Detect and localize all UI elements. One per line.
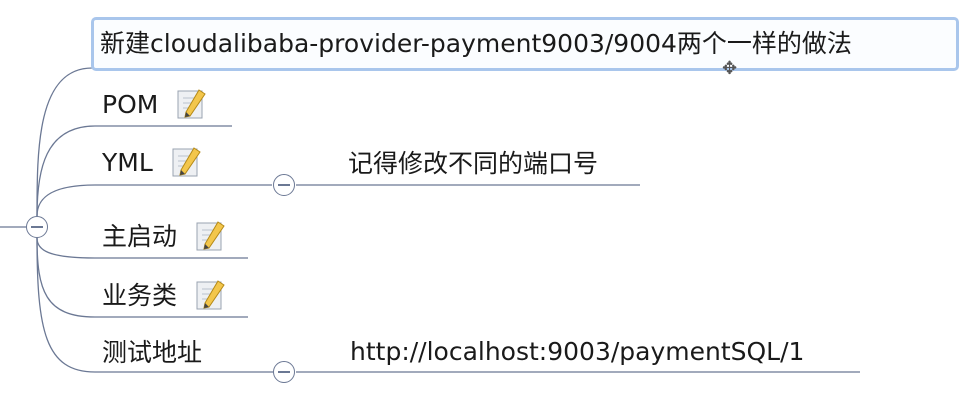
topic-label: 主启动 xyxy=(102,221,178,251)
branch-test xyxy=(36,237,275,373)
move-cursor-icon: ✥ xyxy=(722,58,738,79)
note-pencil-icon[interactable] xyxy=(196,279,226,311)
topic-main-start[interactable]: 主启动 xyxy=(102,220,226,252)
topic-pom[interactable]: POM xyxy=(102,88,207,120)
topic-test-address[interactable]: 测试地址 xyxy=(102,338,203,367)
topic-label: YML xyxy=(102,147,153,177)
note-pencil-icon[interactable] xyxy=(196,220,226,252)
subtopic-test-url[interactable]: http://localhost:9003/paymentSQL/1 xyxy=(350,337,805,366)
test-collapse-toggle[interactable] xyxy=(273,361,295,383)
root-collapse-toggle[interactable] xyxy=(26,216,48,238)
topic-business[interactable]: 业务类 xyxy=(102,279,226,311)
main-topic[interactable]: 新建cloudalibaba-provider-payment9003/9004… xyxy=(100,29,852,58)
main-topic-selection[interactable] xyxy=(91,17,959,71)
subtopic-yml[interactable]: 记得修改不同的端口号 xyxy=(348,149,599,178)
topic-yml[interactable]: YML xyxy=(102,146,202,178)
note-pencil-icon[interactable] xyxy=(172,146,202,178)
branch-main xyxy=(36,67,93,217)
topic-label: 业务类 xyxy=(102,280,178,310)
topic-label: POM xyxy=(102,89,159,119)
branch-pom xyxy=(36,125,232,217)
branch-yml xyxy=(36,184,272,217)
yml-collapse-toggle[interactable] xyxy=(273,174,295,196)
note-pencil-icon[interactable] xyxy=(177,88,207,120)
